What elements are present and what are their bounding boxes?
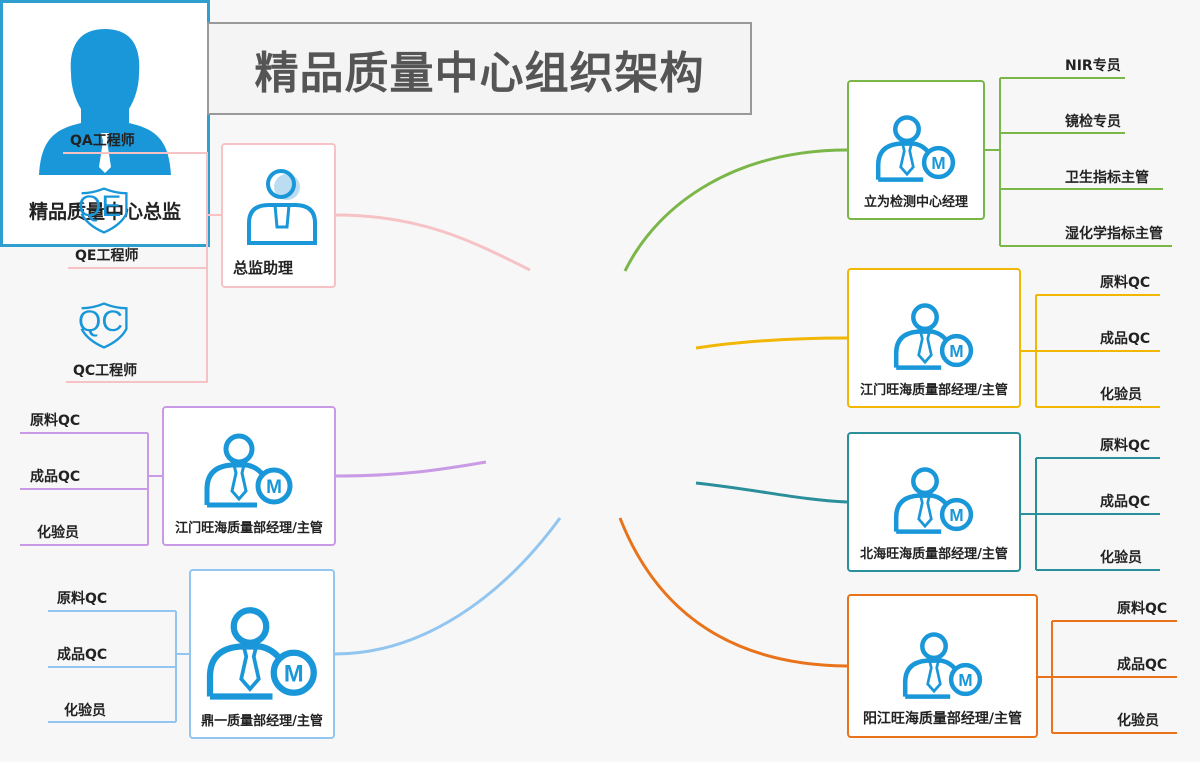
- child-item[interactable]: 化验员: [1100, 387, 1142, 403]
- manager-icon: [199, 431, 299, 511]
- child-item[interactable]: 原料QC: [1117, 601, 1168, 617]
- child-item[interactable]: 成品QC: [1117, 657, 1168, 673]
- manager-icon: [889, 301, 979, 373]
- branch-node-yangjiang[interactable]: 阳江旺海质量部经理/主管: [847, 594, 1038, 738]
- branch-label: 立为检测中心经理: [863, 195, 968, 210]
- child-item[interactable]: 化验员: [1117, 713, 1159, 729]
- branch-node-jiangmen[interactable]: 江门旺海质量部经理/主管: [847, 268, 1021, 408]
- branch-node-jiangmen-left[interactable]: 江门旺海质量部经理/主管: [162, 406, 336, 546]
- manager-icon: [871, 113, 961, 185]
- director-node[interactable]: 精品质量中心总监: [0, 0, 210, 247]
- manager-icon: [889, 465, 979, 537]
- qc-shield-icon: QC: [76, 301, 132, 351]
- child-item[interactable]: 卫生指标主管: [1065, 170, 1149, 186]
- child-item[interactable]: 原料QC: [1100, 275, 1151, 291]
- manager-icon: [898, 630, 988, 702]
- director-label: 精品质量中心总监: [28, 201, 181, 223]
- branch-label: 江门旺海质量部经理/主管: [175, 521, 323, 536]
- child-item[interactable]: 成品QC: [1100, 331, 1151, 347]
- child-item[interactable]: 化验员: [64, 703, 106, 719]
- qc-engineer[interactable]: QC工程师: [73, 363, 138, 379]
- child-item[interactable]: 原料QC: [57, 591, 108, 607]
- child-item[interactable]: 成品QC: [30, 469, 81, 485]
- child-item[interactable]: 成品QC: [57, 647, 108, 663]
- branch-label: 江门旺海质量部经理/主管: [860, 383, 1008, 398]
- branch-label: 北海旺海质量部经理/主管: [860, 547, 1008, 562]
- child-item[interactable]: 镜检专员: [1065, 114, 1121, 130]
- child-item[interactable]: 原料QC: [30, 413, 81, 429]
- qe-shield-icon: QE: [76, 186, 132, 236]
- branch-node-dingyi[interactable]: 鼎一质量部经理/主管: [189, 569, 335, 739]
- qa-shield-icon: QA: [78, 62, 134, 112]
- child-item[interactable]: NIR专员: [1065, 58, 1121, 74]
- child-item[interactable]: 湿化学指标主管: [1065, 226, 1163, 242]
- assistant-node[interactable]: 总监助理: [221, 143, 336, 288]
- manager-icon: [200, 604, 325, 704]
- branch-label: 鼎一质量部经理/主管: [201, 714, 323, 729]
- child-item[interactable]: 成品QC: [1100, 494, 1151, 510]
- qa-engineer[interactable]: QA工程师: [70, 133, 135, 149]
- child-item[interactable]: 化验员: [1100, 550, 1142, 566]
- branch-node-liwei[interactable]: 立为检测中心经理: [847, 80, 985, 220]
- qe-engineer[interactable]: QE工程师: [75, 248, 139, 264]
- branch-node-beihai[interactable]: 北海旺海质量部经理/主管: [847, 432, 1021, 572]
- child-item[interactable]: 原料QC: [1100, 438, 1151, 454]
- child-item[interactable]: 化验员: [37, 525, 79, 541]
- assistant-avatar-icon: [247, 169, 317, 245]
- branch-label: 阳江旺海质量部经理/主管: [862, 711, 1023, 727]
- assistant-label: 总监助理: [233, 259, 294, 277]
- page-title: 精品质量中心组织架构: [207, 22, 752, 115]
